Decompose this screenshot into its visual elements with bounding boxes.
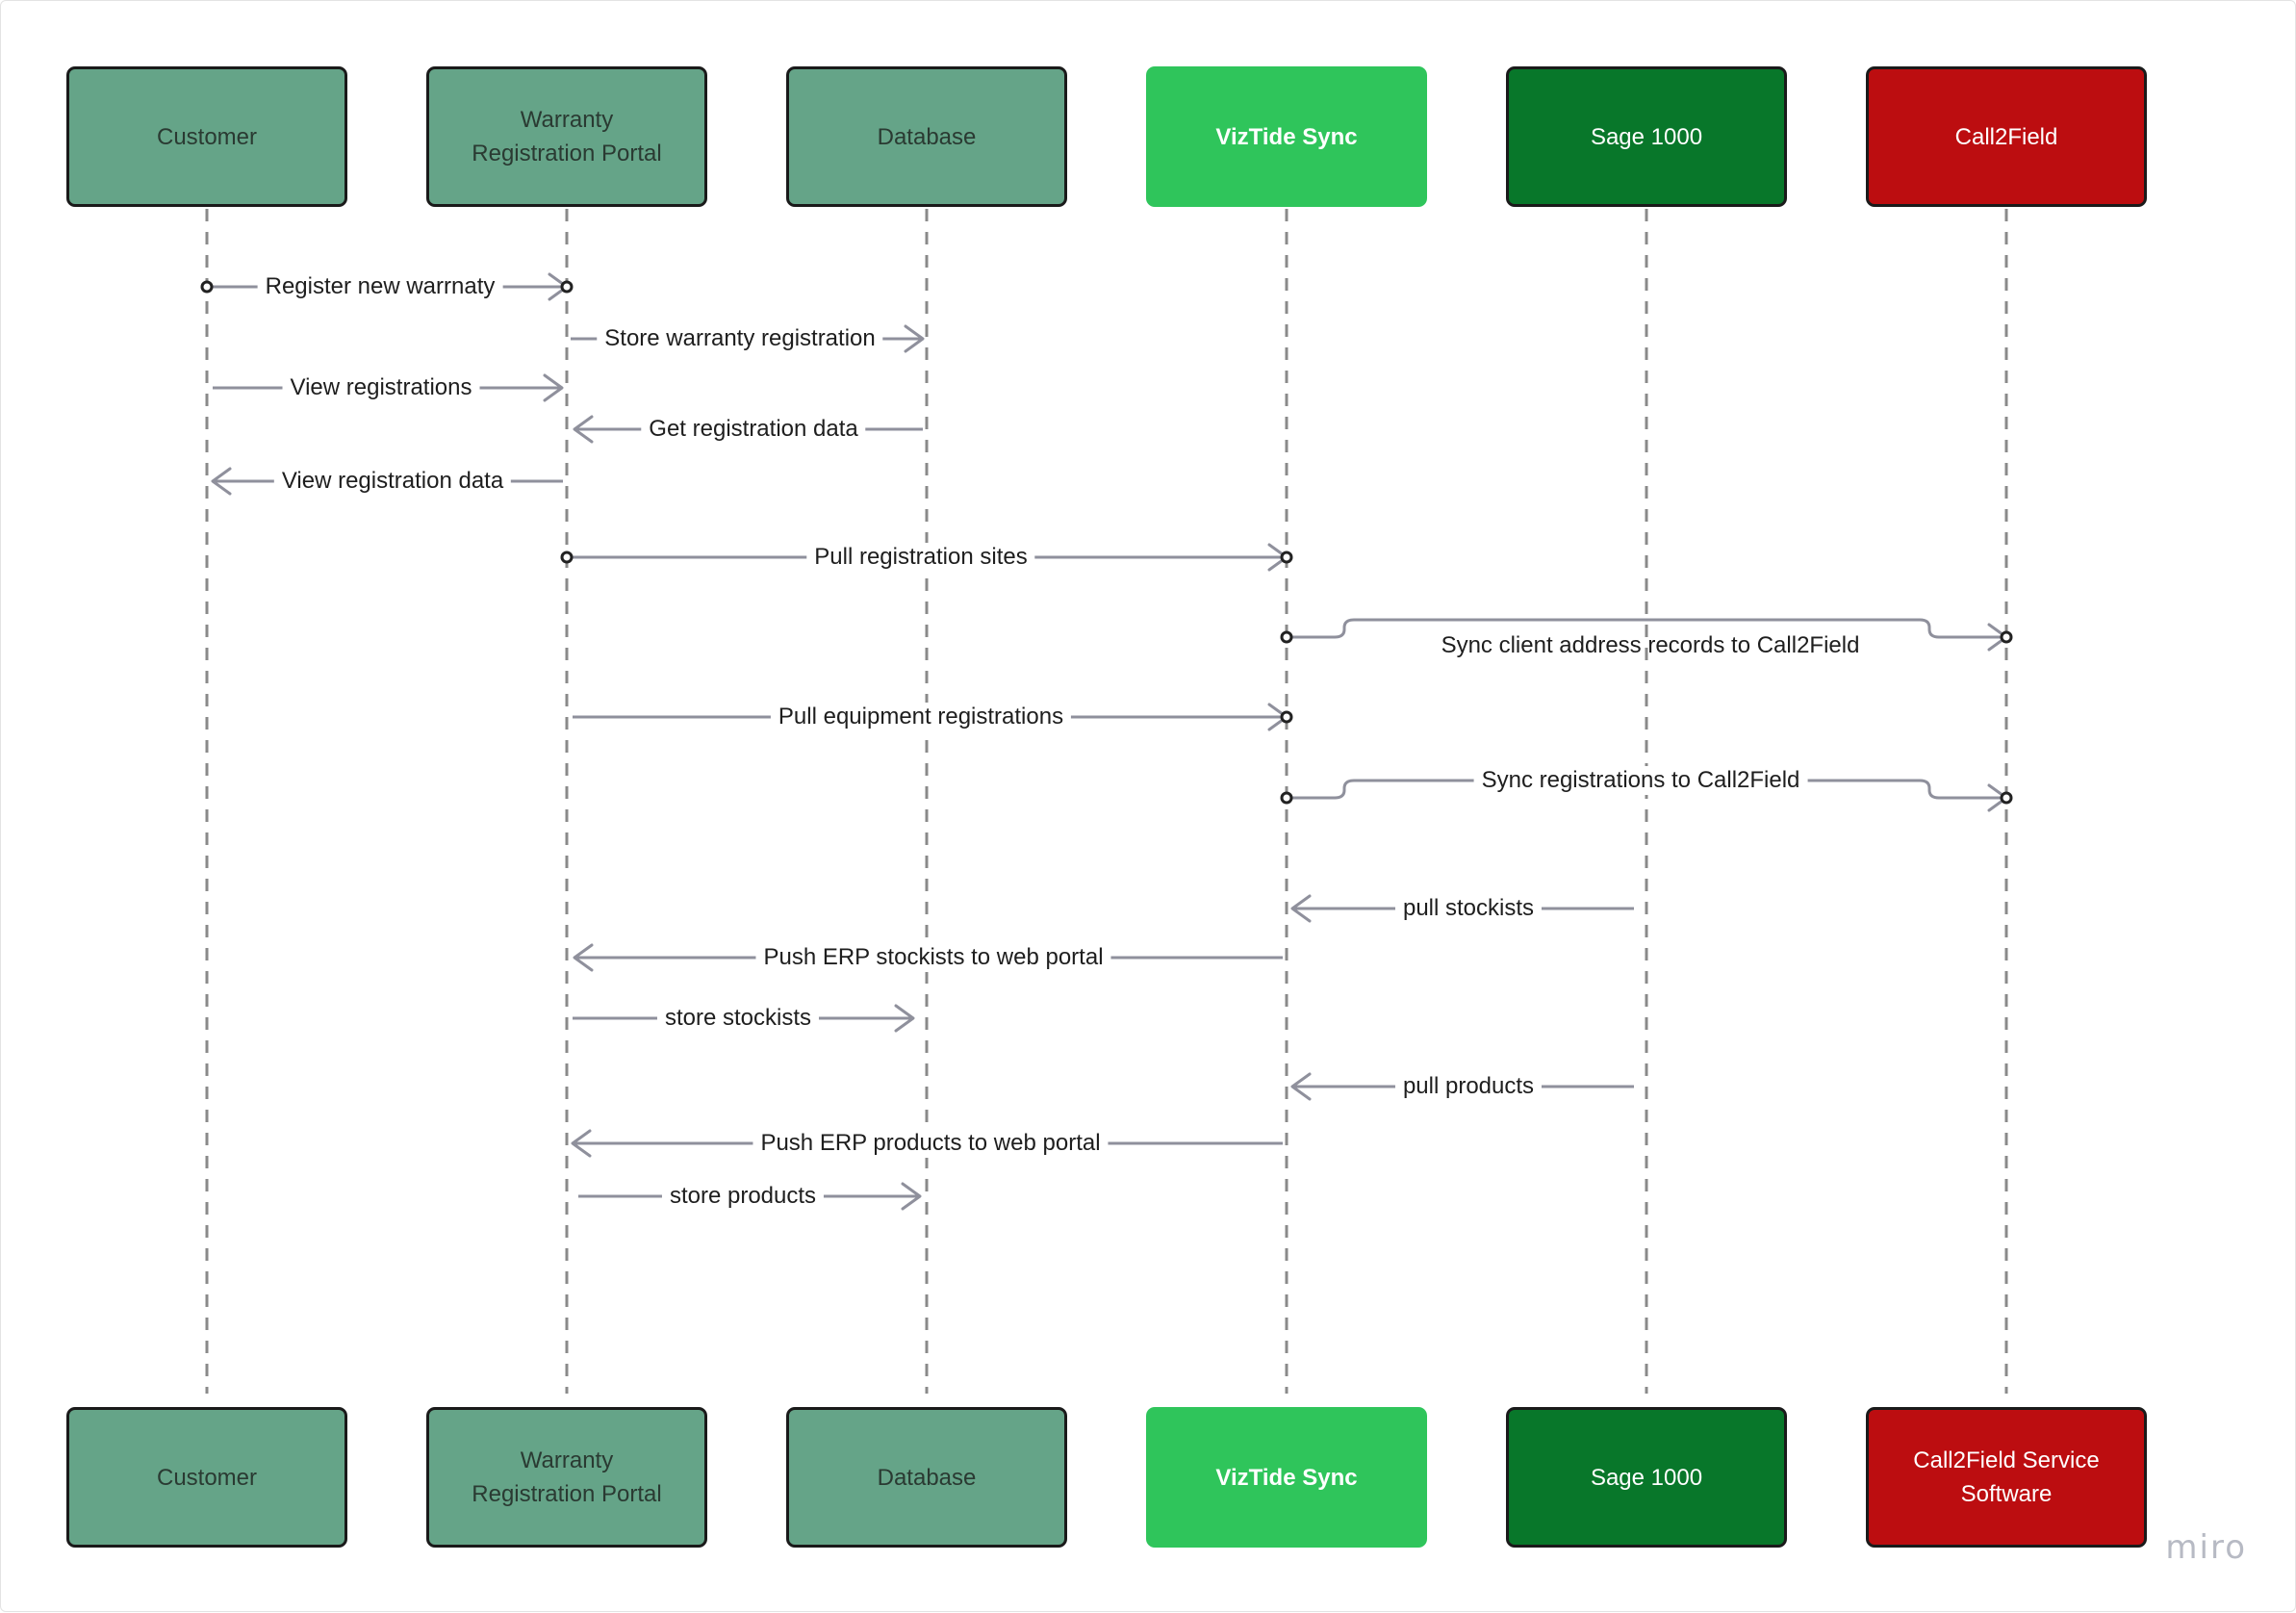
actor-call2field-top[interactable]: Call2Field (1866, 66, 2147, 207)
message-label-14: Push ERP products to web portal (753, 1129, 1109, 1158)
arrowhead-10 (1290, 894, 1312, 923)
actor-portal-bottom[interactable]: Warranty Registration Portal (426, 1407, 707, 1548)
miro-watermark: miro (2165, 1528, 2247, 1567)
end-dot-8 (1280, 710, 1293, 724)
arrowhead-13 (1290, 1072, 1312, 1101)
actor-customer-bottom[interactable]: Customer (66, 1407, 347, 1548)
message-label-11: Push ERP stockists to web portal (755, 943, 1111, 972)
end-dot-7 (2000, 630, 2013, 644)
end-dot-9 (2000, 791, 2013, 805)
message-label-15: store products (661, 1182, 825, 1211)
message-label-7: Sync client address records to Call2Fiel… (1441, 632, 1860, 658)
message-line-7 (1287, 618, 2004, 639)
message-label-10: pull stockists (1394, 894, 1543, 923)
message-label-12: store stockists (656, 1004, 820, 1033)
actor-database-bottom[interactable]: Database (786, 1407, 1067, 1548)
message-label-8: Pull equipment registrations (770, 703, 1072, 731)
message-label-13: pull products (1394, 1072, 1543, 1101)
actor-viztide-top[interactable]: VizTide Sync (1146, 66, 1427, 207)
arrowhead-14 (571, 1129, 592, 1158)
arrowhead-4 (573, 415, 594, 444)
arrowhead-3 (543, 373, 564, 402)
arrowhead-2 (904, 324, 925, 353)
end-dot-1 (560, 280, 574, 294)
actor-viztide-bottom[interactable]: VizTide Sync (1146, 1407, 1427, 1548)
message-label-9: Sync registrations to Call2Field (1473, 766, 1808, 795)
message-label-4: Get registration data (641, 415, 866, 444)
arrowhead-15 (901, 1182, 922, 1211)
actor-sage-top[interactable]: Sage 1000 (1506, 66, 1787, 207)
actor-customer-top[interactable]: Customer (66, 66, 347, 207)
message-label-2: Store warranty registration (597, 324, 883, 353)
actor-call2field-bottom[interactable]: Call2Field Service Software (1866, 1407, 2147, 1548)
arrowhead-11 (573, 943, 594, 972)
arrowhead-5 (211, 467, 232, 496)
actor-portal-top[interactable]: Warranty Registration Portal (426, 66, 707, 207)
end-dot-6 (1280, 550, 1293, 564)
message-label-5: View registration data (273, 467, 512, 496)
message-label-6: Pull registration sites (806, 543, 1035, 572)
actor-database-top[interactable]: Database (786, 66, 1067, 207)
start-dot-1 (200, 280, 214, 294)
message-label-3: View registrations (282, 373, 480, 402)
actor-sage-bottom[interactable]: Sage 1000 (1506, 1407, 1787, 1548)
start-dot-6 (560, 550, 574, 564)
message-label-1: Register new warrnaty (257, 272, 503, 301)
arrowhead-12 (894, 1004, 915, 1033)
start-dot-9 (1280, 791, 1293, 805)
start-dot-7 (1280, 630, 1293, 644)
